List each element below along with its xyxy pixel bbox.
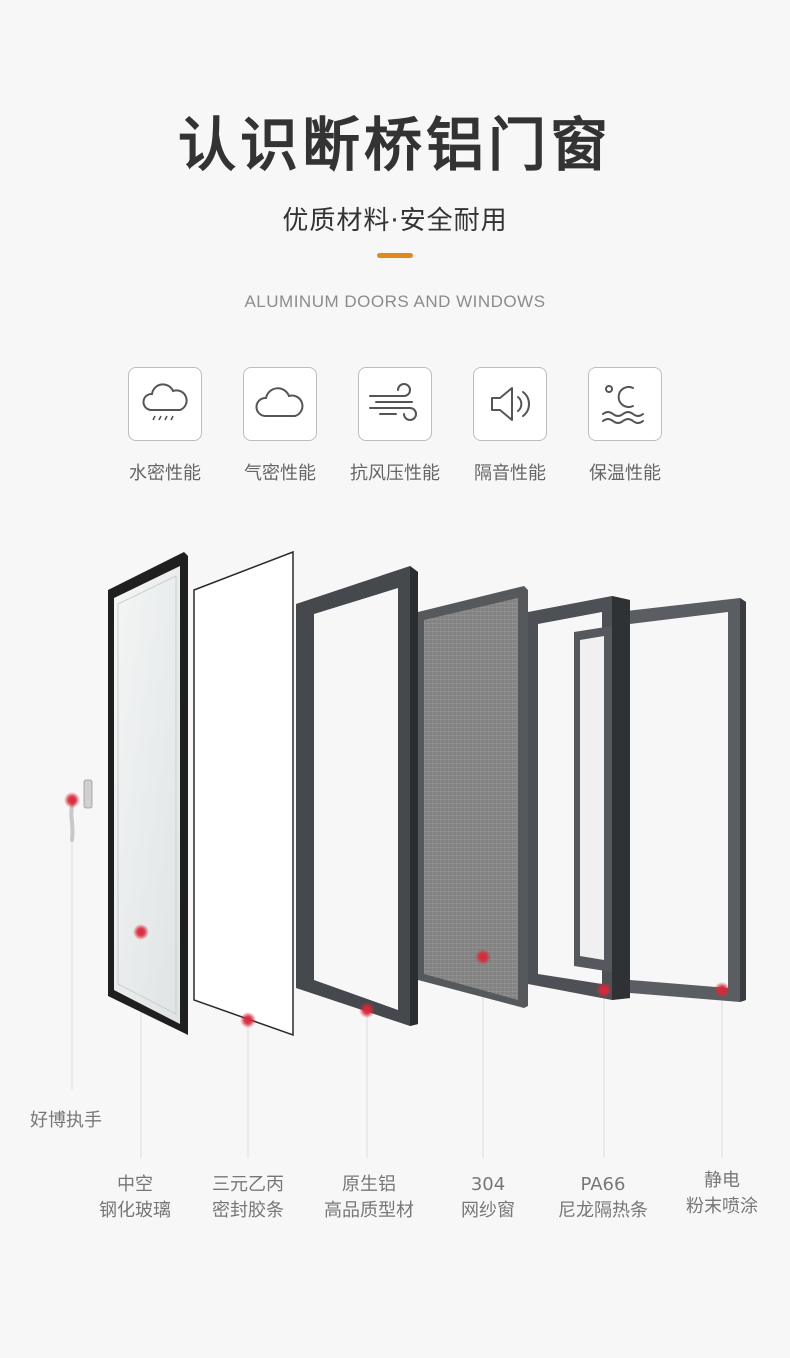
feature-sound-insulation: 隔音性能 <box>445 367 575 485</box>
cloud-icon <box>255 387 304 417</box>
part-label-line1: 304 <box>470 1174 506 1195</box>
feature-wind-pressure: 抗风压性能 <box>330 367 460 485</box>
feature-label: 气密性能 <box>244 463 316 484</box>
part-label-line2: 高品质型材 <box>324 1200 414 1221</box>
frame-tempered-glass <box>108 552 188 1035</box>
feature-air-tightness: 气密性能 <box>215 367 345 485</box>
part-label-line2: 密封胶条 <box>212 1200 284 1221</box>
marker-dot <box>714 982 730 998</box>
part-label-line2: 网纱窗 <box>461 1200 515 1221</box>
feature-icon-box <box>358 367 432 441</box>
part-label-line2: 尼龙隔热条 <box>558 1200 648 1221</box>
feature-label: 隔音性能 <box>474 463 546 484</box>
frame-aluminum-profile <box>296 566 418 1026</box>
marker-dot <box>240 1012 256 1028</box>
feature-icon-box <box>473 367 547 441</box>
part-label-line2: 粉末喷涂 <box>686 1196 758 1217</box>
page-title: 认识断桥铝门窗 <box>177 111 612 179</box>
temperature-icon <box>602 385 644 424</box>
part-label-seal: 三元乙丙 密封胶条 <box>188 1172 308 1224</box>
part-label-coating: 静电 粉末喷涂 <box>662 1168 782 1220</box>
feature-heat-insulation: 保温性能 <box>560 367 690 485</box>
feature-water-tightness: 水密性能 <box>100 367 230 485</box>
feature-icon-box <box>128 367 202 441</box>
accent-bar <box>377 253 413 258</box>
feature-label: 水密性能 <box>129 463 201 484</box>
frame-powder-coated <box>618 598 746 1002</box>
marker-dot <box>64 792 80 808</box>
marker-dot <box>596 982 612 998</box>
marker-dot <box>359 1002 375 1018</box>
part-label-line1: 中空 <box>117 1174 153 1195</box>
rain-cloud-icon <box>142 383 188 421</box>
part-label-line1: 三元乙丙 <box>212 1174 284 1195</box>
part-label-line1: PA66 <box>580 1174 626 1195</box>
component-markers <box>64 792 730 1028</box>
feature-label: 抗风压性能 <box>350 463 440 484</box>
handle-label: 好博执手 <box>30 1110 102 1131</box>
part-label-line2: 钢化玻璃 <box>99 1200 171 1221</box>
wind-icon <box>369 383 417 421</box>
part-label-aluminum: 原生铝 高品质型材 <box>309 1172 429 1224</box>
window-exploded-diagram <box>64 550 746 1158</box>
part-label-screen: 304 网纱窗 <box>428 1172 548 1224</box>
english-title: ALUMINUM DOORS AND WINDOWS <box>244 292 546 311</box>
feature-label: 保温性能 <box>589 463 661 484</box>
part-label-line1: 静电 <box>704 1170 740 1191</box>
page-subtitle: 优质材料·安全耐用 <box>282 206 508 236</box>
feature-icon-box <box>243 367 317 441</box>
speaker-icon <box>491 387 530 421</box>
marker-dot <box>475 949 491 965</box>
part-label-line1: 原生铝 <box>342 1174 396 1195</box>
frame-epdm-seal <box>193 550 294 1037</box>
marker-dot <box>133 924 149 940</box>
handle-icon <box>69 779 93 842</box>
part-label-thermal-break: PA66 尼龙隔热条 <box>543 1172 663 1224</box>
frame-thermal-break <box>528 596 630 1000</box>
frame-screen-304 <box>418 586 528 1008</box>
part-label-glass: 中空 钢化玻璃 <box>75 1172 195 1224</box>
feature-icon-box <box>588 367 662 441</box>
